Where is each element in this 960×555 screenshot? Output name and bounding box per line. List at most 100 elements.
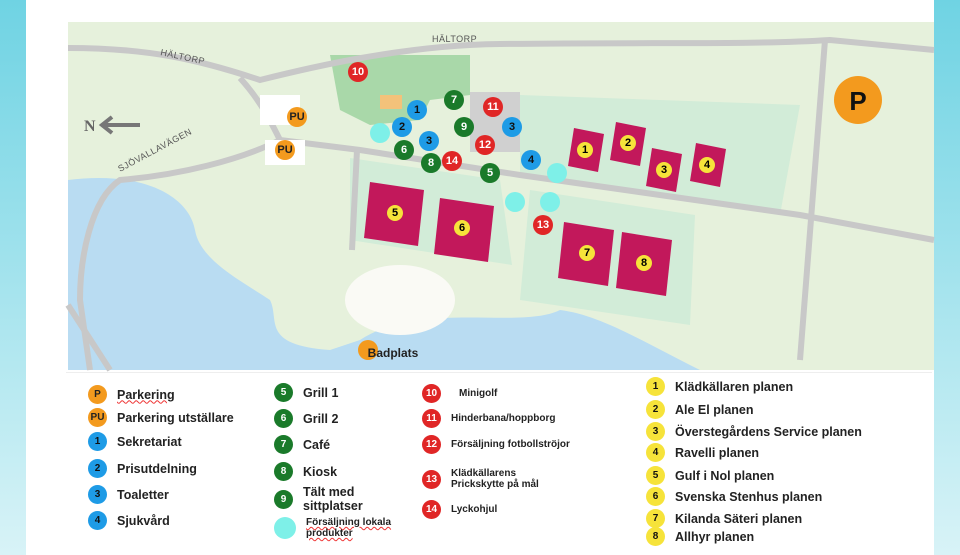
marker-6[interactable]: 6 [394,140,414,160]
field-number-icon: 6 [646,487,665,506]
marker-7[interactable]: 7 [444,90,464,110]
legend-label: Försäljning lokala produkter [306,517,392,539]
number-icon: 2 [88,459,107,478]
number-icon: 3 [88,485,107,504]
legend-item: 12 Försäljning fotbollströjor [422,435,570,454]
field-number-icon: 7 [646,509,665,528]
svg-text:6: 6 [401,144,407,156]
marker-13[interactable]: 13 [533,215,553,235]
marker-pu[interactable]: PU [275,140,295,160]
number-icon: 13 [422,469,441,489]
field-marker[interactable]: 8 [636,255,652,271]
background-frame-right [934,0,960,555]
field-marker[interactable]: 2 [620,135,636,151]
marker-9[interactable]: 9 [454,117,474,137]
svg-text:8: 8 [641,257,647,269]
svg-text:8: 8 [428,157,434,169]
svg-text:P: P [849,86,866,116]
field-marker[interactable]: 3 [656,162,672,178]
legend-label: Parkering utställare [117,410,234,425]
marker-8[interactable]: 8 [421,153,441,173]
legend-item: PU Parkering utställare [88,408,234,427]
open-field [345,265,455,335]
parking-exhibitor-icon: PU [88,408,107,427]
marker-10[interactable]: 10 [348,62,368,82]
legend-label: Klädkällarens Prickskytte på mål [451,468,539,490]
arrow-left-icon [98,115,140,135]
marker-14[interactable]: 14 [442,151,462,171]
svg-text:3: 3 [426,135,432,147]
legend-label: Svenska Stenhus planen [675,489,823,504]
field-number-icon: 4 [646,443,665,462]
local-products-marker[interactable] [370,123,390,143]
poi-markers: 10 1 2 3 3 4 6 8 14 7 9 11 12 5 13 PU PU… [275,62,882,360]
legend-item: Försäljning lokala produkter [274,517,414,539]
field-marker[interactable]: 6 [454,220,470,236]
svg-text:4: 4 [528,154,535,166]
svg-text:3: 3 [661,164,667,176]
parking-icon: P [88,385,107,404]
marker-1[interactable]: 1 [407,100,427,120]
local-products-marker[interactable] [505,192,525,212]
field-markers: 1 2 3 4 5 6 7 8 [387,135,715,271]
svg-text:2: 2 [625,137,631,149]
svg-text:Badplats: Badplats [368,346,419,360]
number-icon: 7 [274,435,293,454]
legend-label: Parkering [117,387,175,402]
legend-label: Kilanda Säteri planen [675,511,803,526]
legend-item: P Parkering [88,385,175,404]
number-icon: 6 [274,409,293,428]
svg-text:6: 6 [459,222,465,234]
marker-2[interactable]: 2 [392,117,412,137]
legend-label: Försäljning fotbollströjor [451,439,570,450]
road-label: HÄLTORP [432,34,477,44]
marker-3[interactable]: 3 [419,131,439,151]
number-icon: 10 [422,384,441,403]
legend-label: Hinderbana/hoppborg [451,413,556,424]
svg-text:13: 13 [537,219,549,231]
marker-5[interactable]: 5 [480,163,500,183]
svg-text:9: 9 [461,121,467,133]
badplats-marker[interactable]: Badplats [358,340,419,360]
marker-3[interactable]: 3 [502,117,522,137]
field-number-icon: 1 [646,377,665,396]
legend-label: Sjukvård [117,513,170,528]
svg-text:1: 1 [582,144,588,156]
legend-label: Prisutdelning [117,461,197,476]
legend-label: Minigolf [459,388,498,399]
number-icon: 8 [274,462,293,481]
field-marker[interactable]: 1 [577,142,593,158]
teal-markers [370,123,567,212]
marker-pu[interactable]: PU [287,107,307,127]
svg-text:1: 1 [414,104,420,116]
building [380,95,402,109]
teal-dot-icon [274,517,296,539]
marker-11[interactable]: 11 [483,97,503,117]
legend-label: Gulf i Nol planen [675,468,775,483]
marker-4[interactable]: 4 [521,150,541,170]
svg-text:3: 3 [509,121,515,133]
marker-12[interactable]: 12 [475,135,495,155]
field-marker[interactable]: 7 [579,245,595,261]
svg-text:7: 7 [584,247,590,259]
svg-text:11: 11 [487,101,499,113]
local-products-marker[interactable] [547,163,567,183]
legend-label: Tält med sittplatser [303,485,363,513]
parking-marker[interactable]: P [834,76,882,124]
field-marker[interactable]: 5 [387,205,403,221]
local-products-marker[interactable] [540,192,560,212]
number-icon: 5 [274,383,293,402]
field-marker[interactable]: 4 [699,157,715,173]
number-icon: 12 [422,435,441,454]
